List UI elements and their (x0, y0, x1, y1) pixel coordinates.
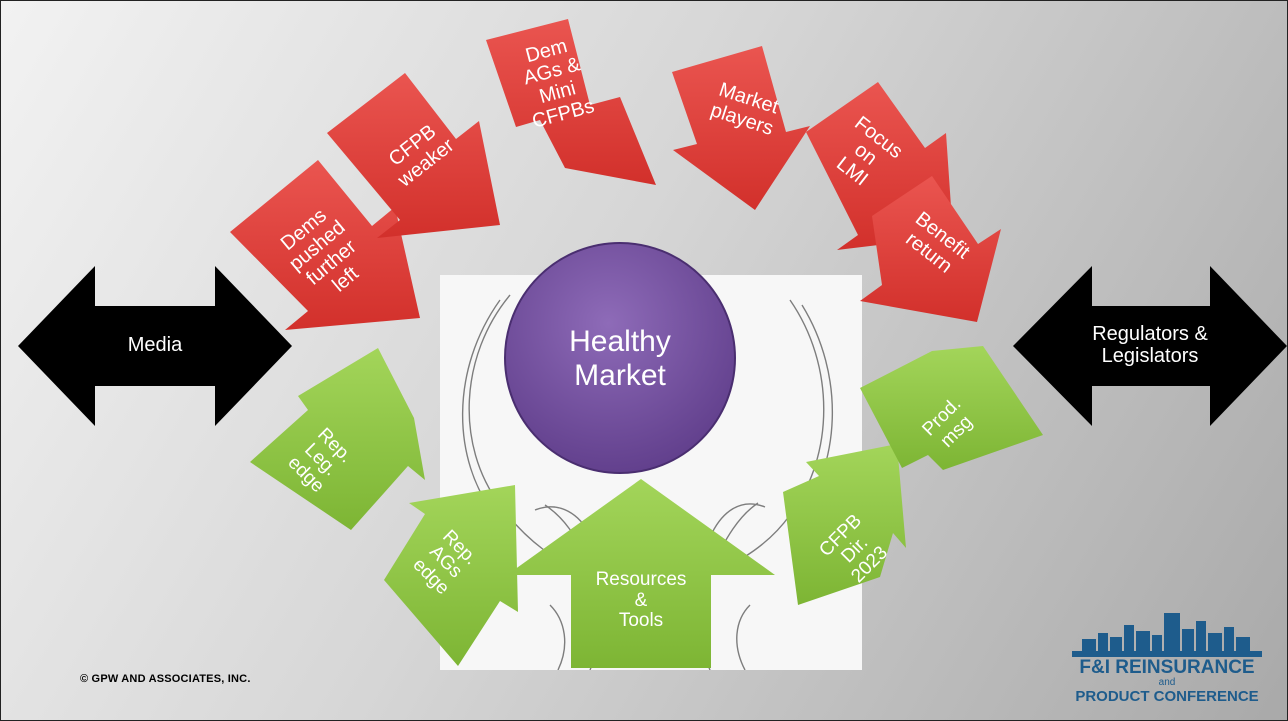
regulators-legislators-label: Regulators & Legislators (1092, 323, 1208, 367)
media-double-arrow (18, 266, 292, 426)
red-arrows (230, 19, 1001, 330)
red-arrow-market-players (672, 46, 810, 210)
green-arrow-prod-msg (860, 346, 1043, 470)
skyline-icon (1072, 613, 1262, 657)
conference-logo: F&I REINSURANCE and PRODUCT CONFERENCE (1062, 607, 1272, 712)
green-label-resources: Resources & Tools (595, 569, 687, 632)
red-arrow-benefit-return (860, 176, 1001, 322)
healthy-market-circle (504, 242, 736, 474)
red-arrow-cfpb-weaker (327, 73, 500, 238)
logo-subtitle: PRODUCT CONFERENCE (1075, 688, 1259, 705)
green-arrow-rep-ags (384, 485, 518, 666)
green-arrow-rep-leg (250, 348, 425, 530)
green-arrow-cfpb-dir (783, 444, 906, 605)
red-arrow-dems (230, 160, 420, 330)
regulators-double-arrow (1013, 266, 1287, 426)
green-arrow-resources (507, 479, 775, 668)
healthy-market-label: Healthy Market (569, 324, 671, 393)
logo-title: F&I REINSURANCE (1079, 657, 1255, 678)
green-arrows (250, 346, 1043, 668)
copyright-text: © GPW AND ASSOCIATES, INC. (80, 673, 251, 685)
red-arrow-dem-ags (486, 19, 656, 185)
logo-and: and (1158, 677, 1176, 688)
media-label: Media (127, 334, 183, 357)
